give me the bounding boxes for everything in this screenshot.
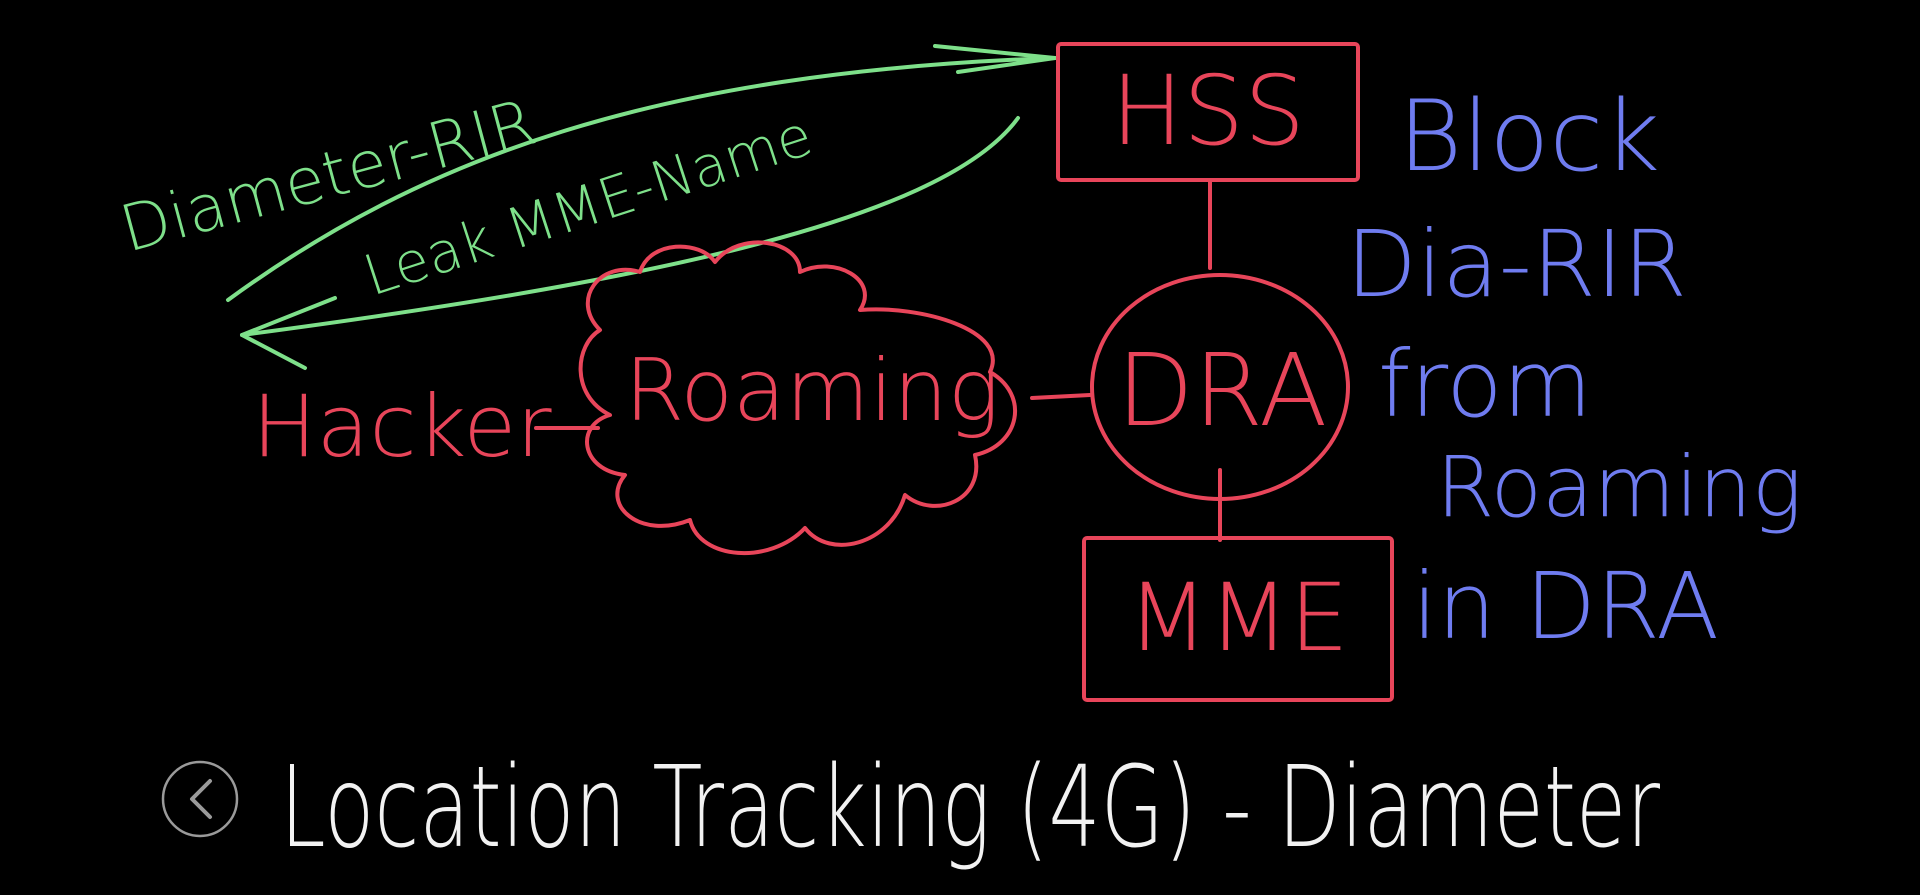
roaming-dra-link [1030, 393, 1092, 400]
note-line-5: in DRA [1412, 553, 1719, 660]
mme-label: MME [1127, 564, 1349, 673]
request-arrow [226, 44, 1057, 302]
note-line-2: Dia-RIR [1346, 211, 1687, 318]
hss-label: HSS [1111, 55, 1305, 167]
chevron-left-icon [190, 779, 212, 819]
response-arrow [240, 116, 1020, 370]
note-line-4: Roaming [1436, 438, 1802, 536]
back-button[interactable] [161, 760, 239, 838]
mme-box [1082, 536, 1394, 702]
hacker-label: Hacker [252, 377, 552, 477]
page-title: Location Tracking (4G) - Diameter [280, 743, 1660, 873]
note-line-3: from [1378, 331, 1592, 438]
mitigation-note: Block Dia-RIR from Roaming in DRA [1346, 80, 1802, 660]
dra-label: DRA [1117, 332, 1328, 449]
roaming-cloud [578, 240, 1018, 556]
note-line-1: Block [1398, 80, 1660, 194]
roaming-label: Roaming [625, 341, 1000, 441]
